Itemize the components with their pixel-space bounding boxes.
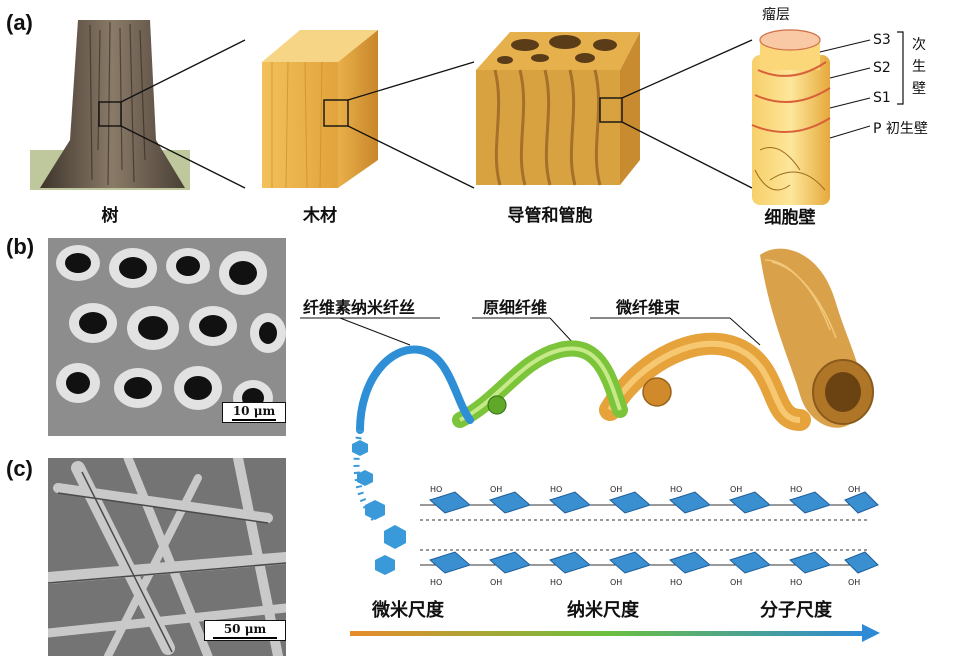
caption-cell-wall: 细胞壁 [764, 208, 816, 228]
label-warty-layer: 瘤层 [762, 7, 790, 23]
wood-block-illustration [262, 30, 378, 189]
svg-text:OH: OH [490, 485, 502, 494]
panel-a-tag: (a) [6, 10, 33, 35]
scalebar-b-label: 10 μm [232, 404, 276, 418]
caption-tree: 树 [101, 206, 119, 226]
svg-text:HO: HO [790, 485, 802, 494]
svg-text:HO: HO [550, 485, 562, 494]
label-primary-wall: P 初生壁 [873, 121, 928, 137]
label-s1: S1 [873, 90, 891, 106]
svg-text:OH: OH [848, 578, 860, 587]
svg-text:OH: OH [730, 485, 742, 494]
label-secondary-wall: 次生壁 [912, 37, 926, 97]
cell-wall-illustration [751, 29, 831, 205]
panel-c-tag: (c) [6, 456, 33, 481]
svg-text:HO: HO [670, 578, 682, 587]
label-s3: S3 [873, 32, 891, 48]
svg-text:OH: OH [610, 485, 622, 494]
vessel-tracheid-illustration [476, 32, 640, 186]
panel-b-tag: (b) [6, 234, 35, 259]
sem-image-b: 10 μm [48, 238, 286, 436]
svg-text:OH: OH [848, 485, 860, 494]
label-molecular-scale: 分子尺度 [760, 600, 832, 621]
svg-text:HO: HO [430, 578, 442, 587]
label-nano-scale: 纳米尺度 [567, 600, 639, 621]
sem-image-c: 50 μm [48, 458, 286, 656]
label-s2: S2 [873, 60, 891, 76]
label-microfibril-bundle: 微纤维束 [616, 298, 681, 317]
svg-text:HO: HO [670, 485, 682, 494]
svg-text:HO: HO [550, 578, 562, 587]
svg-text:OH: OH [490, 578, 502, 587]
svg-text:OH: OH [610, 578, 622, 587]
caption-vessels-tracheids: 导管和管胞 [507, 206, 593, 226]
scalebar-c-label: 50 μm [223, 622, 267, 636]
scalebar-c: 50 μm [204, 620, 286, 641]
caption-wood: 木材 [303, 206, 337, 226]
label-elementary-fibril: 原细纤维 [483, 298, 548, 317]
label-cellulose-nanofibril: 纤维素纳米纤丝 [303, 298, 416, 317]
label-micro-scale: 微米尺度 [372, 600, 444, 621]
svg-text:HO: HO [790, 578, 802, 587]
glucose-rings [429, 491, 879, 574]
svg-text:OH: OH [730, 578, 742, 587]
scalebar-b: 10 μm [222, 402, 286, 423]
svg-text:HO: HO [430, 485, 442, 494]
tree-illustration [30, 20, 190, 190]
